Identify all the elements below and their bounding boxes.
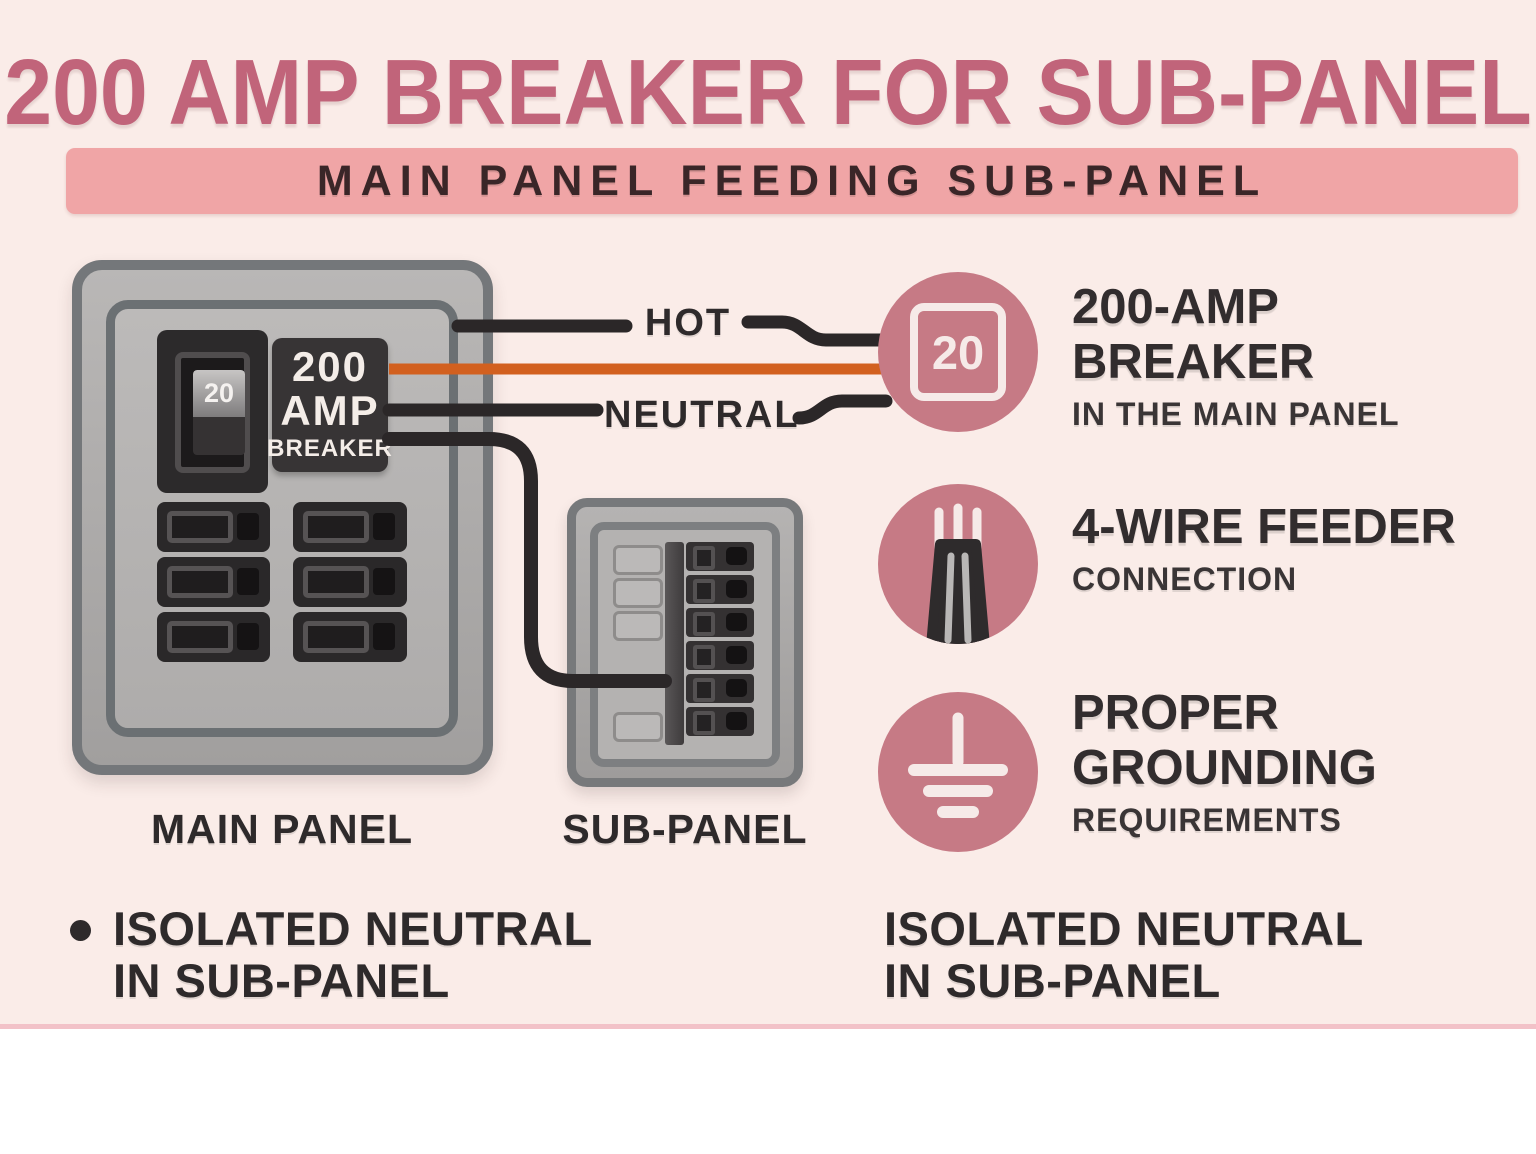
sub-breaker-toggle bbox=[693, 645, 715, 669]
feature-title-line: PROPER bbox=[1072, 686, 1279, 740]
sub-breaker-terminal bbox=[726, 580, 747, 598]
breaker-switch-terminal bbox=[237, 513, 259, 540]
sub-breaker-toggle bbox=[693, 678, 715, 702]
sub-breaker-terminal bbox=[726, 613, 747, 631]
sub-panel-bus-bar bbox=[665, 542, 684, 745]
note-text: ISOLATED NEUTRAL IN SUB-PANEL bbox=[884, 903, 1364, 1007]
feature-title-line: 200-AMP bbox=[1072, 280, 1279, 334]
page-title: 200 AMP BREAKER FOR SUB-PANEL bbox=[4, 41, 1532, 145]
breaker-switch bbox=[157, 612, 270, 662]
sub-breaker-toggle bbox=[693, 612, 715, 636]
ground-symbol-icon bbox=[908, 712, 1008, 818]
note-isolated-neutral-right: ISOLATED NEUTRAL IN SUB-PANEL bbox=[884, 903, 1364, 1007]
breaker-switch-toggle bbox=[167, 621, 233, 653]
main-breaker-toggle-body bbox=[193, 417, 245, 455]
breaker-switch-terminal bbox=[373, 568, 395, 595]
breaker-switch bbox=[293, 557, 407, 607]
breaker-switch-toggle bbox=[167, 566, 233, 598]
sub-breaker-switch bbox=[686, 707, 754, 736]
breaker-switch-toggle bbox=[303, 621, 369, 653]
neutral-wire-label: NEUTRAL bbox=[604, 394, 800, 436]
feature-title-line: 4-WIRE FEEDER bbox=[1072, 500, 1456, 554]
sub-breaker-switch bbox=[686, 641, 754, 670]
feeder-cable-icon bbox=[926, 503, 990, 644]
main-panel-illustration: 20 200 AMP BREAKER bbox=[72, 260, 493, 775]
breaker-switch-toggle bbox=[303, 511, 369, 543]
feature-text-breaker: 200-AMP BREAKER IN THE MAIN PANEL bbox=[1072, 280, 1400, 433]
breaker-switch-terminal bbox=[237, 568, 259, 595]
breaker-rating-line1: 200 bbox=[291, 343, 369, 390]
sub-breaker-switch bbox=[686, 575, 754, 604]
main-breaker-frame: 20 bbox=[175, 352, 250, 473]
feature-subtitle: REQUIREMENTS bbox=[1072, 802, 1342, 838]
sub-breaker-terminal bbox=[726, 646, 747, 664]
feature-circle-breaker: 20 bbox=[878, 272, 1038, 432]
main-breaker-switch: 20 bbox=[157, 330, 268, 493]
breaker-switch bbox=[293, 502, 407, 552]
breaker-rating-line3: BREAKER bbox=[267, 435, 393, 462]
breaker-20-icon: 20 bbox=[910, 303, 1006, 401]
sub-breaker-toggle bbox=[693, 546, 715, 570]
main-breaker-toggle: 20 bbox=[193, 370, 245, 455]
feature-text-grounding: PROPER GROUNDING REQUIREMENTS bbox=[1072, 686, 1377, 839]
sub-panel-slot bbox=[613, 712, 663, 742]
sub-breaker-toggle bbox=[693, 579, 715, 603]
sub-panel-slot bbox=[613, 611, 663, 641]
breaker-switch-terminal bbox=[373, 623, 395, 650]
sub-panel-slot bbox=[613, 578, 663, 608]
feature-circle-feeder bbox=[878, 484, 1038, 644]
breaker-switch bbox=[157, 502, 270, 552]
note-line: IN SUB-PANEL bbox=[113, 954, 450, 1007]
sub-breaker-switch bbox=[686, 674, 754, 703]
sub-breaker-switch bbox=[686, 608, 754, 637]
feature-title-line: BREAKER bbox=[1072, 335, 1315, 389]
note-text: ISOLATED NEUTRAL IN SUB-PANEL bbox=[113, 903, 593, 1007]
sub-breaker-terminal bbox=[726, 679, 747, 697]
feature-title-line: GROUNDING bbox=[1072, 741, 1377, 795]
feature-subtitle: CONNECTION bbox=[1072, 561, 1298, 597]
feature-text-feeder: 4-WIRE FEEDER CONNECTION bbox=[1072, 500, 1456, 598]
sub-panel-illustration bbox=[567, 498, 803, 787]
main-panel-inner-frame: 20 200 AMP BREAKER bbox=[106, 300, 458, 737]
note-line: IN SUB-PANEL bbox=[884, 954, 1221, 1007]
breaker-switch-terminal bbox=[237, 623, 259, 650]
note-line: ISOLATED NEUTRAL bbox=[884, 902, 1364, 955]
bullet-icon bbox=[70, 920, 91, 941]
subtitle-banner-text: MAIN PANEL FEEDING SUB-PANEL bbox=[316, 156, 1268, 205]
main-panel-caption: MAIN PANEL bbox=[150, 806, 414, 852]
sub-panel-inner-frame bbox=[590, 522, 780, 767]
breaker-switch bbox=[293, 612, 407, 662]
sub-panel-caption: SUB-PANEL bbox=[562, 806, 808, 852]
feature-circle-grounding bbox=[878, 692, 1038, 852]
breaker-switch-toggle bbox=[303, 566, 369, 598]
hot-wire-label: HOT bbox=[644, 302, 732, 344]
sub-breaker-terminal bbox=[726, 547, 747, 565]
sub-panel-slot bbox=[613, 545, 663, 575]
main-breaker-toggle-label: 20 bbox=[193, 370, 245, 417]
note-isolated-neutral-left: ISOLATED NEUTRAL IN SUB-PANEL bbox=[70, 903, 593, 1007]
note-line: ISOLATED NEUTRAL bbox=[113, 902, 593, 955]
sub-breaker-terminal bbox=[726, 712, 747, 730]
footer-divider-line bbox=[0, 1024, 1536, 1029]
breaker-switch-terminal bbox=[373, 513, 395, 540]
breaker-rating-line2: AMP bbox=[280, 387, 380, 434]
breaker-switch bbox=[157, 557, 270, 607]
sub-breaker-switch bbox=[686, 542, 754, 571]
subtitle-banner: MAIN PANEL FEEDING SUB-PANEL bbox=[66, 148, 1518, 214]
feature-subtitle: IN THE MAIN PANEL bbox=[1072, 396, 1400, 432]
breaker-switch-toggle bbox=[167, 511, 233, 543]
breaker-rating-box: 200 AMP BREAKER bbox=[267, 338, 392, 472]
sub-breaker-toggle bbox=[693, 711, 715, 735]
